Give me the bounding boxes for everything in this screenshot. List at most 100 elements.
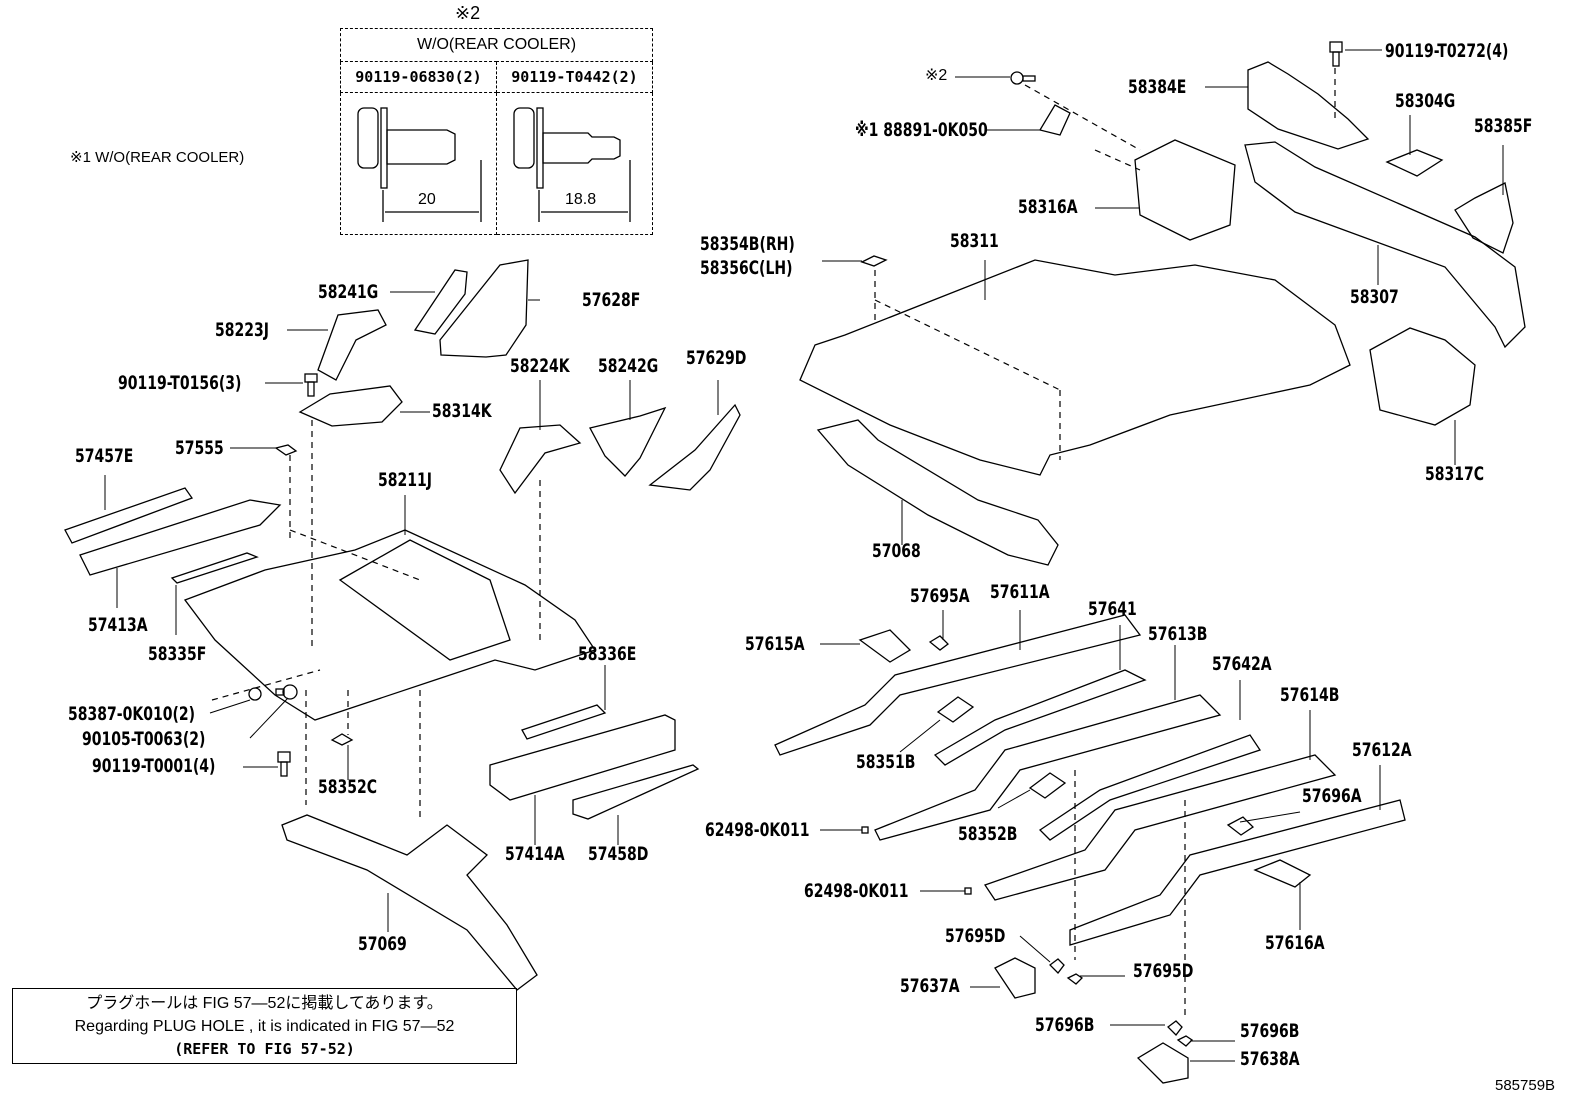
assembly-dashed-lines — [211, 68, 1336, 1020]
bolt-part-number[interactable]: 90119-T0442(2) — [496, 61, 653, 94]
part-90119-T0156-icon — [304, 373, 318, 397]
bolt-length-dimension: 18.8 — [565, 191, 597, 208]
part-label[interactable]: 57614B — [1280, 684, 1340, 706]
part-label[interactable]: 58311 — [950, 230, 999, 252]
part-58335F-shape — [170, 552, 259, 584]
part-label[interactable]: 57696A — [1302, 785, 1362, 807]
part-label[interactable]: 57616A — [1265, 932, 1325, 954]
part-label[interactable]: 58356C(LH) — [700, 257, 793, 279]
part-57695D-icon — [1049, 958, 1084, 985]
part-57069-shape — [281, 814, 538, 991]
part-label[interactable]: 57628F — [582, 289, 641, 311]
part-62498a-icon — [861, 826, 869, 834]
part-label[interactable]: 57695A — [910, 585, 970, 607]
part-58351B-icon — [936, 696, 975, 723]
part-label[interactable]: 57695D — [945, 925, 1006, 947]
part-label[interactable]: 58352C — [318, 776, 378, 798]
part-57614B-shape — [983, 754, 1337, 901]
part-label[interactable]: 57637A — [900, 975, 960, 997]
part-57457E-shape — [64, 487, 194, 544]
part-label[interactable]: 57638A — [1240, 1048, 1300, 1070]
part-58387-icon — [248, 687, 262, 701]
part-57414A-shape — [489, 714, 676, 801]
part-label[interactable]: ※1 88891-0K050 — [855, 119, 988, 141]
part-label[interactable]: 58307 — [1350, 286, 1399, 308]
part-57555-icon — [274, 444, 298, 456]
part-label[interactable]: 57629D — [686, 347, 747, 369]
part-bolt-mark2-icon — [1010, 71, 1036, 85]
part-label[interactable]: 57613B — [1148, 623, 1208, 645]
part-label[interactable]: 58314K — [432, 400, 492, 422]
bolt-part-number[interactable]: 90119-06830(2) — [340, 61, 497, 94]
part-90119-T0001-icon — [277, 751, 291, 777]
part-58385F-shape — [1454, 182, 1514, 254]
note-english: Regarding PLUG HOLE , it is indicated in… — [74, 1018, 455, 1035]
part-label[interactable]: 58351B — [856, 751, 916, 773]
part-62498b-icon — [964, 887, 972, 895]
part-label[interactable]: 57696B — [1240, 1020, 1300, 1042]
part-label[interactable]: 90119-T0001(4) — [92, 755, 216, 777]
part-label[interactable]: 57641 — [1088, 598, 1137, 620]
part-label[interactable]: 90119-T0272(4) — [1385, 40, 1509, 62]
part-58352C-icon — [330, 733, 354, 746]
part-label[interactable]: 62498-0K011 — [804, 880, 909, 902]
part-label[interactable]: 58241G — [318, 281, 379, 303]
note-refer-link[interactable]: (REFER TO FIG 57-52) — [174, 1040, 355, 1058]
part-label[interactable]: 57414A — [505, 843, 565, 865]
part-label[interactable]: ※2 — [925, 67, 948, 84]
part-label[interactable]: 57555 — [175, 437, 224, 459]
part-label[interactable]: 58316A — [1018, 196, 1078, 218]
part-label[interactable]: 57615A — [745, 633, 805, 655]
part-label[interactable]: 58224K — [510, 355, 570, 377]
part-label[interactable]: 58384E — [1128, 76, 1187, 98]
part-label[interactable]: 58335F — [148, 643, 207, 665]
part-label[interactable]: 58387-0K010(2) — [68, 703, 196, 725]
part-label[interactable]: 57069 — [358, 933, 407, 955]
part-label[interactable]: 90119-T0156(3) — [118, 372, 242, 394]
part-label[interactable]: 58352B — [958, 823, 1018, 845]
part-label[interactable]: 58304G — [1395, 90, 1456, 112]
part-58314K-shape — [298, 385, 403, 427]
part-label[interactable]: 58223J — [215, 319, 269, 341]
part-58211J-shape — [183, 529, 597, 721]
part-58242G-shape — [589, 406, 667, 477]
part-label[interactable]: 57612A — [1352, 739, 1412, 761]
part-57615A-shape — [858, 629, 912, 663]
part-58223J-shape — [317, 309, 387, 381]
part-57458D-shape — [572, 764, 700, 820]
part-58241G-shape — [413, 269, 468, 335]
part-label[interactable]: 57068 — [872, 540, 921, 562]
part-label[interactable]: 58211J — [378, 469, 432, 491]
part-57629D-shape — [648, 403, 741, 491]
part-57628F-shape — [439, 259, 529, 358]
part-57642A-shape — [1038, 734, 1262, 841]
part-label[interactable]: 57413A — [88, 614, 148, 636]
part-label[interactable]: 58317C — [1425, 463, 1485, 485]
part-label[interactable]: 58242G — [598, 355, 659, 377]
part-57695A-icon — [928, 635, 949, 651]
part-58384E-shape — [1247, 61, 1370, 150]
part-90119-T0272-icon — [1329, 41, 1343, 67]
part-57612A-shape — [1069, 799, 1406, 946]
part-58316A-shape — [1134, 139, 1236, 241]
bolt-table-header: W/O(REAR COOLER) — [340, 27, 653, 63]
part-label[interactable]: 57458D — [588, 843, 649, 865]
part-label[interactable]: 57611A — [990, 581, 1050, 603]
part-58224K-shape — [499, 424, 582, 495]
part-label[interactable]: 57696B — [1035, 1014, 1095, 1036]
part-57616A-shape — [1253, 859, 1312, 888]
part-label[interactable]: 58354B(RH) — [700, 233, 795, 255]
part-label[interactable]: 90105-T0063(2) — [82, 728, 206, 750]
part-label[interactable]: 57642A — [1212, 653, 1272, 675]
part-57696A-icon — [1226, 816, 1255, 836]
plug-hole-note: プラグホールは FIG 57―52に掲載してあります。 Regarding PL… — [12, 988, 517, 1064]
note-marker-2: ※2 — [455, 3, 481, 23]
part-label[interactable]: 58385F — [1474, 115, 1533, 137]
part-58336E-shape — [521, 704, 607, 740]
part-label[interactable]: 62498-0K011 — [705, 819, 810, 841]
part-58311-shape — [799, 259, 1351, 476]
part-label[interactable]: 57695D — [1133, 960, 1194, 982]
part-label[interactable]: 57457E — [75, 445, 134, 467]
part-label[interactable]: 58336E — [578, 643, 637, 665]
